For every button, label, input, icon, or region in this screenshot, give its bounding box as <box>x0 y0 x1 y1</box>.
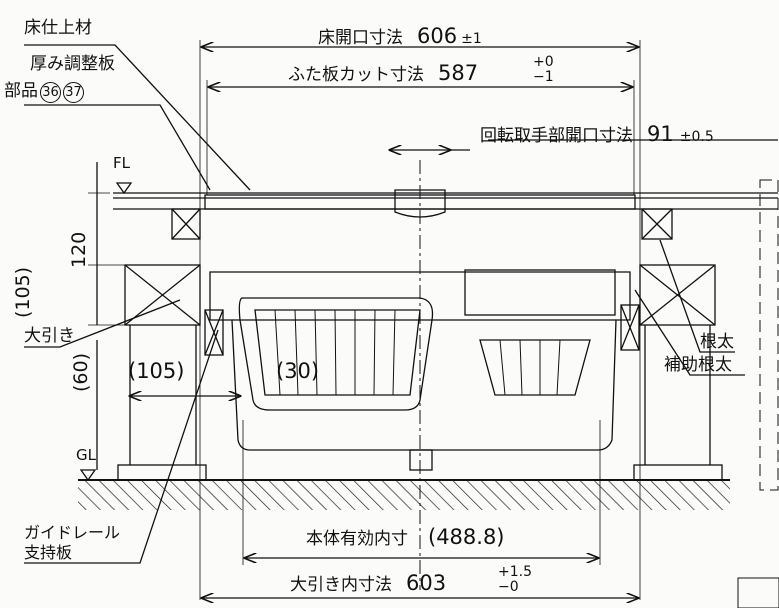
ground-hatch <box>78 480 730 510</box>
v60-dim: (60) <box>70 352 92 392</box>
floor-finish-label: 床仕上材 <box>24 18 92 38</box>
gl-label: GL <box>76 446 96 464</box>
lid-cut-tol-plus: +0 <box>533 54 554 70</box>
v105-dim: (105) <box>12 266 34 318</box>
support-plate-label: 支持板 <box>24 543 73 562</box>
shim-plate-label: 厚み調整板 <box>30 54 115 74</box>
fl-label: FL <box>113 154 130 172</box>
part-36-badge: 36 <box>40 82 61 103</box>
part-37-badge: 37 <box>63 82 84 103</box>
sill-inner-tol-plus: +1.5 <box>498 564 532 580</box>
aux-joist-label: 補助根太 <box>664 355 732 375</box>
sill-inner-tol-minus: −0 <box>498 579 519 595</box>
body-inner-dim: 本体有効内寸(488.8) <box>306 525 505 549</box>
joist-label: 根太 <box>700 332 734 352</box>
sill-label: 大引き <box>24 326 75 346</box>
lid-cut-tol-minus: −1 <box>533 69 554 85</box>
h105-dim: (105) <box>128 359 185 383</box>
h30-dim: (30) <box>276 359 320 383</box>
v120-dim: 120 <box>68 231 90 268</box>
parts-prefix: 部品 <box>4 81 38 101</box>
guide-rail-label: ガイドレール <box>24 523 121 542</box>
